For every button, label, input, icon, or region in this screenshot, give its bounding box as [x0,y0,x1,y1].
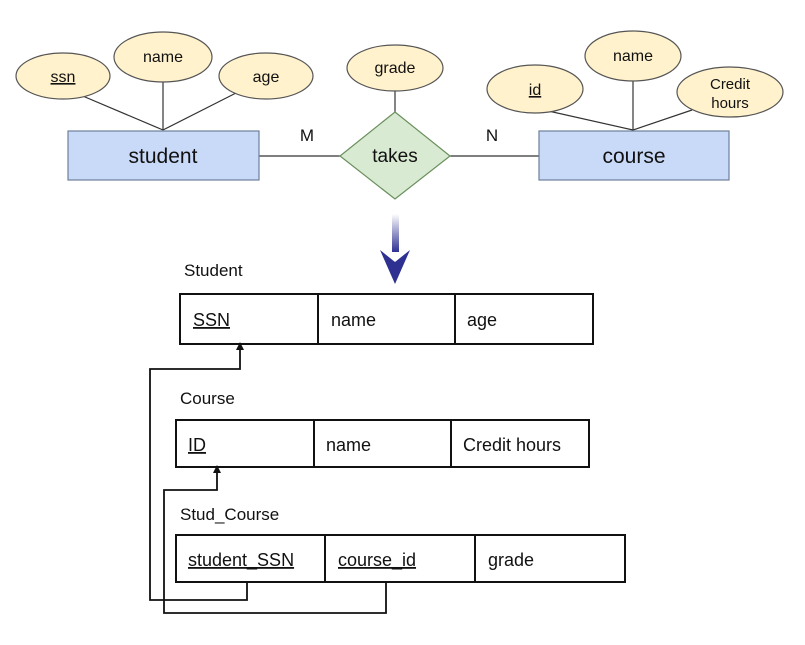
attribute-student-name: name [113,31,213,83]
entity-student: student [67,130,260,181]
fk-arrow-course-id [163,465,387,614]
attribute-id-label: id [529,82,541,99]
student-col-age: age [467,310,497,330]
fk-arrow-student-ssn [149,342,248,601]
attribute-ssn-label: ssn [51,69,76,86]
attribute-student-name-label: name [143,49,183,66]
table-course-title: Course [180,389,235,408]
stud-course-col-grade: grade [488,550,534,570]
attribute-credit-hours: Credit hours [676,66,784,118]
attribute-age: age [218,52,314,100]
entity-course: course [538,130,730,181]
attribute-hours-label: hours [711,95,749,112]
relationship-takes-label: takes [372,146,417,167]
table-stud-course: student_SSN course_id grade [175,534,626,583]
course-col-credit-hours: Credit hours [463,435,561,455]
table-stud-course-title: Stud_Course [180,505,279,524]
student-col-ssn: SSN [193,310,230,330]
table-student-title: Student [184,261,243,280]
table-student: SSN name age [179,293,594,345]
attribute-course-name: name [584,30,682,82]
attribute-ssn: ssn [15,52,111,100]
stud-course-col-course-id: course_id [338,550,416,571]
table-course: ID name Credit hours [175,419,590,468]
cardinality-n: N [486,126,498,145]
attribute-course-name-label: name [613,48,653,65]
attribute-grade: grade [346,44,444,92]
course-col-name: name [326,435,371,455]
attribute-id: id [486,64,584,114]
cardinality-m: M [300,126,314,145]
attribute-age-label: age [253,69,280,86]
attribute-credit-label: Credit [710,76,751,93]
course-col-id: ID [188,435,206,455]
relationship-takes: takes [339,111,451,200]
entity-course-label: course [602,145,665,168]
attribute-grade-label: grade [375,60,416,77]
stud-course-col-student-ssn: student_SSN [188,550,294,571]
entity-student-label: student [129,145,198,168]
student-col-name: name [331,310,376,330]
mapping-down-arrow-icon [380,214,410,284]
